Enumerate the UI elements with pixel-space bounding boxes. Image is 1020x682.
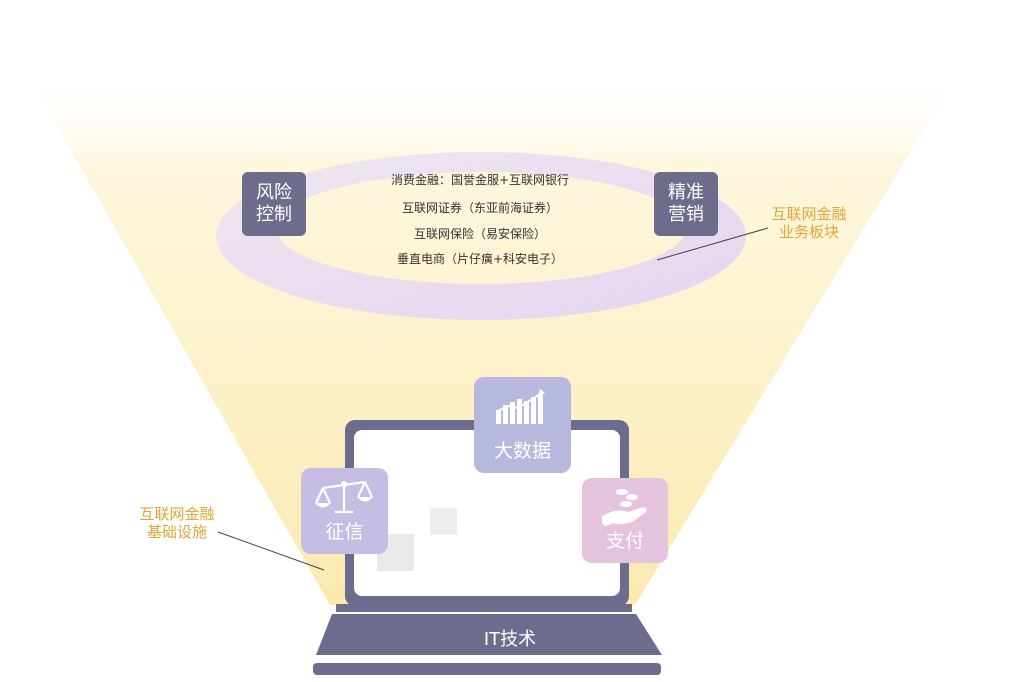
precision-marketing-box: 精准 营销 <box>654 172 718 236</box>
scales-icon <box>315 480 373 514</box>
business-callout-line1: 互联网金融 <box>771 205 847 223</box>
precision-marketing-line1: 精准 <box>668 182 704 203</box>
service-internet-securities: 互联网证券（东亚前海证券） <box>401 201 558 215</box>
deco-square-small <box>430 508 457 535</box>
business-ring <box>216 152 746 320</box>
service-consumer-finance: 消费金融：国誉金服+互联网银行 <box>390 173 570 187</box>
precision-marketing-line2: 营销 <box>668 204 704 225</box>
risk-control-line1: 风险 <box>256 182 292 203</box>
payment-tile: 支付 <box>582 478 668 563</box>
hand-coins-icon <box>602 489 647 526</box>
risk-control-box: 风险 控制 <box>242 172 306 236</box>
infrastructure-callout-line2: 基础设施 <box>146 523 207 541</box>
credit-label: 征信 <box>325 521 364 543</box>
big-data-tile: 大数据 <box>474 377 571 473</box>
laptop-bottom-edge <box>313 663 661 675</box>
bar-chart-icon <box>495 389 545 424</box>
service-vertical-ecommerce: 垂直电商（片仔癀+科安电子） <box>396 252 564 266</box>
infrastructure-callout-line1: 互联网金融 <box>139 505 215 523</box>
payment-label: 支付 <box>605 530 644 552</box>
laptop-hinge <box>336 604 632 612</box>
it-technology-label: IT技术 <box>483 629 537 650</box>
infrastructure-callout: 互联网金融 基础设施 <box>124 505 230 541</box>
laptop-keyboard-base <box>316 614 662 655</box>
service-internet-insurance: 互联网保险（易安保险） <box>413 227 546 241</box>
risk-control-line2: 控制 <box>256 204 292 225</box>
business-callout-line2: 业务板块 <box>778 223 839 241</box>
big-data-label: 大数据 <box>493 440 551 462</box>
business-callout-leader <box>656 227 769 261</box>
business-callout: 互联网金融 业务板块 <box>756 205 862 241</box>
infrastructure-callout-leader <box>217 531 325 571</box>
credit-tile: 征信 <box>301 468 388 554</box>
